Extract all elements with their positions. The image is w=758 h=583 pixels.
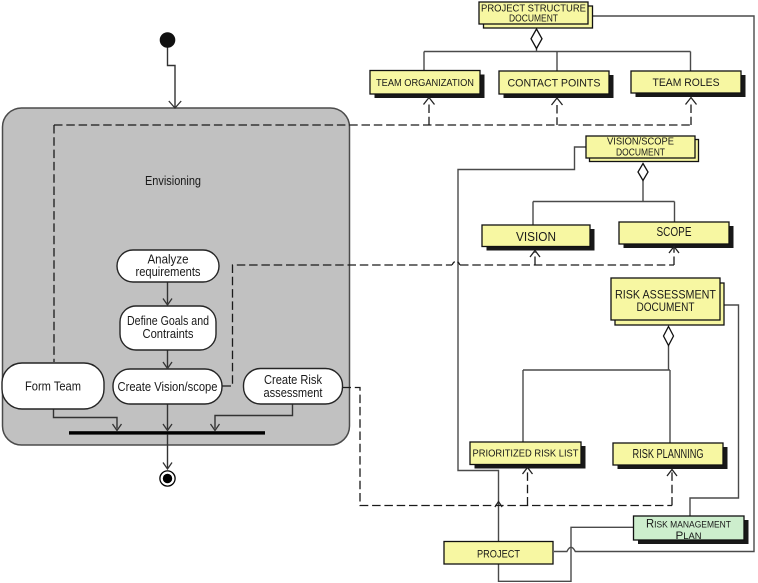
svg-text:assessment: assessment — [264, 386, 323, 400]
svg-text:DOCUMENT: DOCUMENT — [509, 13, 558, 25]
svg-text:requirements: requirements — [136, 265, 201, 279]
svg-text:RISK ASSESSMENT: RISK ASSESSMENT — [615, 290, 716, 302]
svg-text:PROJECT: PROJECT — [477, 549, 520, 561]
svg-text:TEAM ORGANIZATION: TEAM ORGANIZATION — [376, 78, 474, 89]
svg-text:SCOPE: SCOPE — [657, 225, 692, 239]
svg-text:DOCUMENT: DOCUMENT — [616, 147, 665, 159]
svg-text:VISION/SCOPE: VISION/SCOPE — [607, 136, 674, 148]
svg-text:Contraints: Contraints — [143, 327, 194, 341]
svg-text:CONTACT POINTS: CONTACT POINTS — [508, 78, 601, 90]
svg-text:Form Team: Form Team — [25, 380, 81, 394]
svg-text:VISION: VISION — [516, 229, 556, 244]
svg-text:PROJECT STRUCTURE: PROJECT STRUCTURE — [481, 3, 586, 15]
svg-text:RISK MANAGEMENT: RISK MANAGEMENT — [646, 518, 732, 531]
svg-text:PRIORITIZED RISK LIST: PRIORITIZED RISK LIST — [473, 448, 580, 460]
svg-text:TEAM ROLES: TEAM ROLES — [653, 77, 720, 89]
svg-text:PLAN: PLAN — [676, 530, 702, 542]
svg-text:Create Risk: Create Risk — [264, 373, 323, 387]
svg-text:RISK PLANNING: RISK PLANNING — [633, 447, 704, 461]
svg-text:Analyze: Analyze — [148, 253, 189, 267]
svg-text:Create Vision/scope: Create Vision/scope — [118, 380, 218, 394]
svg-text:Envisioning: Envisioning — [145, 174, 201, 188]
svg-text:DOCUMENT: DOCUMENT — [637, 302, 695, 314]
svg-text:Define Goals and: Define Goals and — [127, 314, 209, 328]
